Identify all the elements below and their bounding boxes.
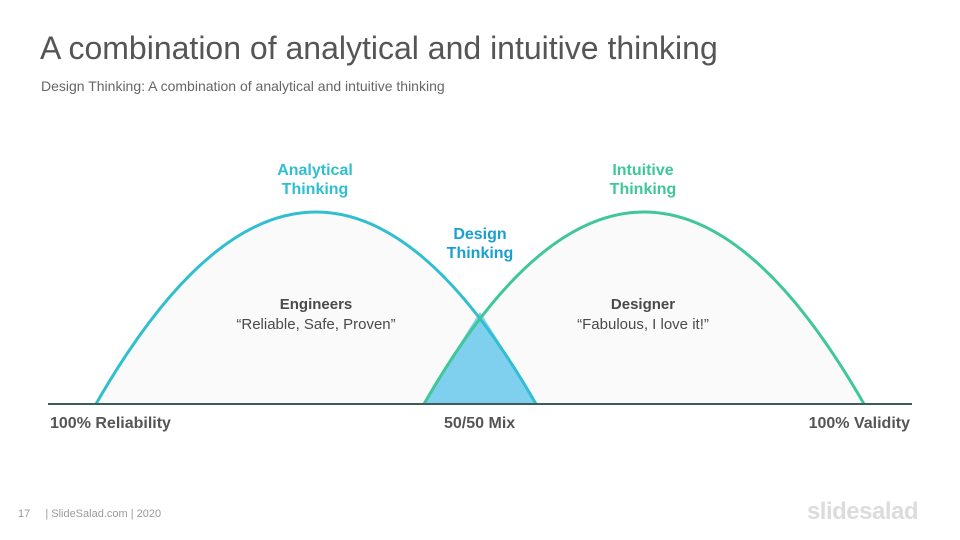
footer-credit: | SlideSalad.com | 2020	[45, 508, 162, 520]
analytical-label-line1: Analytical	[277, 162, 353, 179]
intuitive-label-line1: Intuitive	[612, 162, 674, 179]
axis-left-label: 100% Reliability	[50, 415, 171, 432]
footer: 17 | SlideSalad.com | 2020	[18, 508, 161, 520]
design-label-line2: Thinking	[446, 245, 514, 262]
axis-center-label: 50/50 Mix	[444, 415, 516, 432]
page-title: A combination of analytical and intuitiv…	[40, 30, 718, 66]
design-thinking-label: Design Thinking	[420, 225, 540, 263]
analytical-label-line2: Thinking	[281, 181, 349, 198]
analytical-curve	[94, 210, 538, 405]
designer-text-block: Designer “Fabulous, I love it!”	[543, 295, 743, 335]
intuitive-thinking-label: Intuitive Thinking	[583, 161, 703, 199]
intuitive-label-line2: Thinking	[609, 181, 677, 198]
page-subtitle: Design Thinking: A combination of analyt…	[41, 78, 445, 94]
design-label-line1: Design	[453, 226, 507, 243]
analytical-thinking-label: Analytical Thinking	[255, 161, 375, 199]
axis-right-label: 100% Validity	[808, 415, 910, 432]
designer-quote: “Fabulous, I love it!”	[577, 316, 709, 333]
engineers-text-block: Engineers “Reliable, Safe, Proven”	[216, 295, 416, 335]
engineers-heading: Engineers	[279, 296, 353, 313]
designer-heading: Designer	[610, 296, 676, 313]
page-number: 17	[18, 508, 31, 520]
design-thinking-overlap	[424, 312, 536, 404]
engineers-quote: “Reliable, Safe, Proven”	[236, 316, 396, 333]
intuitive-curve	[422, 210, 866, 405]
brand-logo: slidesalad	[806, 498, 919, 525]
